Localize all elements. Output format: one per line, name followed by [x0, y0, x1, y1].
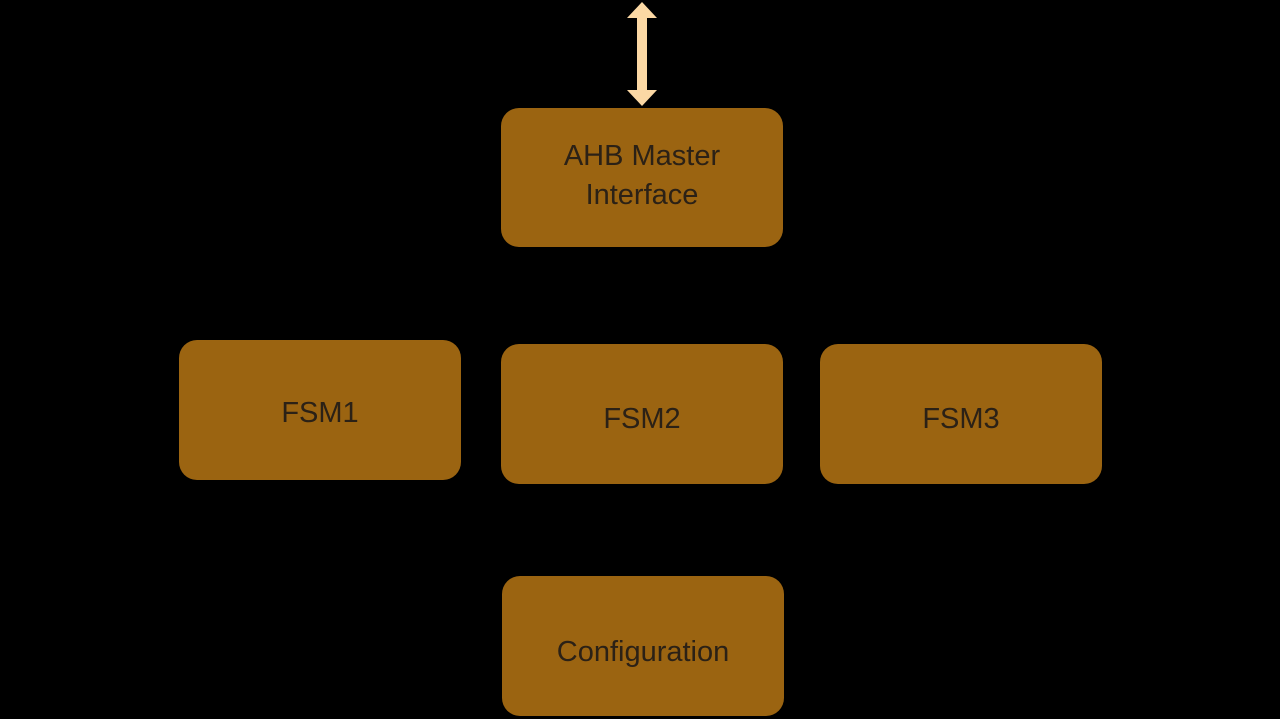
fsm3-label: FSM3: [922, 402, 1000, 435]
ahb-master-interface-block: AHB Master Interface: [501, 108, 783, 247]
fsm2-label: FSM2: [603, 402, 681, 435]
fsm3-block: FSM3: [820, 344, 1102, 484]
fsm1-block: FSM1: [179, 340, 461, 480]
fsm1-label: FSM1: [281, 396, 359, 429]
fsm2-block: FSM2: [501, 344, 783, 484]
configuration-label: Configuration: [556, 635, 730, 668]
bidirectional-bus-arrow-icon: [627, 2, 657, 106]
ahb-master-label-line2: Interface: [585, 178, 699, 211]
configuration-block: Configuration: [502, 576, 784, 716]
ahb-master-label-line1: AHB Master: [563, 139, 721, 172]
